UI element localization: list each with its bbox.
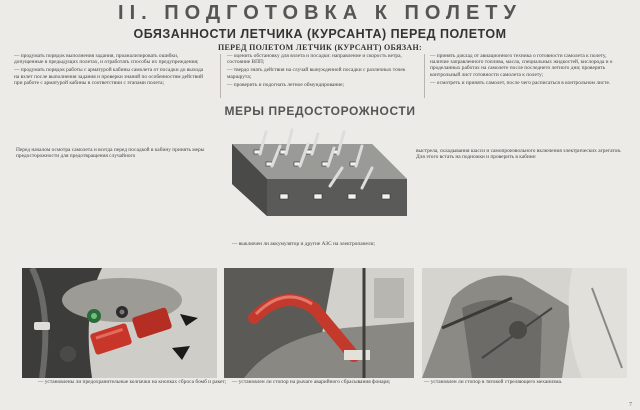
- canopy-lever-photo: [224, 268, 414, 378]
- duties-right-column: — принять доклад от авиационного техника…: [430, 53, 625, 88]
- duty-item: — оценить обстановку для взлета и посадк…: [227, 53, 402, 66]
- duty-item: — проверить и подогнать летное обмундиро…: [227, 81, 345, 88]
- duties-left-column: — продумать порядок выполнения задания, …: [14, 53, 204, 88]
- duties-subhead: ПЕРЕД ПОЛЕТОМ ЛЕТЧИК (КУРСАНТ) ОБЯЗАН:: [217, 43, 422, 52]
- ejection-mechanism-photo: [422, 268, 627, 378]
- column-divider: [220, 54, 221, 98]
- bottom-caption-3: — установлен ли стопор в тяговой стреляю…: [424, 379, 563, 385]
- precautions-intro-right: выстрела, складывания шасси и самопроизв…: [416, 148, 622, 161]
- column-divider: [424, 54, 425, 98]
- bomb-release-caps-photo: [22, 268, 217, 378]
- duty-item: — осмотреть и принять самолет, после чег…: [430, 79, 611, 86]
- duty-item: — принять доклад от авиационного техника…: [430, 53, 613, 78]
- bottom-caption-2: — установлен ли стопор на рычаге аварийн…: [232, 379, 391, 385]
- page-number: 7: [629, 402, 632, 408]
- duty-item: — продумать порядок выполнения задания, …: [14, 53, 199, 66]
- duty-item: — твердо знать действия на случай вынужд…: [227, 67, 406, 80]
- switch-panel-illustration: [232, 128, 407, 216]
- switch-panel-caption: — выключен ли аккумулятор и другие АЗС н…: [232, 241, 375, 247]
- precautions-heading: МЕРЫ ПРЕДОСТОРОЖНОСТИ: [224, 104, 416, 118]
- duties-mid-column: — оценить обстановку для взлета и посадк…: [227, 53, 422, 90]
- duty-item: — продумать порядок работы с арматурой к…: [14, 67, 204, 86]
- precautions-intro-left: Перед началом осмотра самолета и всегда …: [16, 147, 205, 160]
- bottom-caption-1: — установлены ли предохранительные колпа…: [38, 379, 227, 385]
- section-subtitle: ОБЯЗАННОСТИ ЛЕТЧИКА (КУРСАНТА) ПЕРЕД ПОЛ…: [133, 27, 507, 41]
- page-title: II. ПОДГОТОВКА К ПОЛЕТУ: [118, 2, 522, 24]
